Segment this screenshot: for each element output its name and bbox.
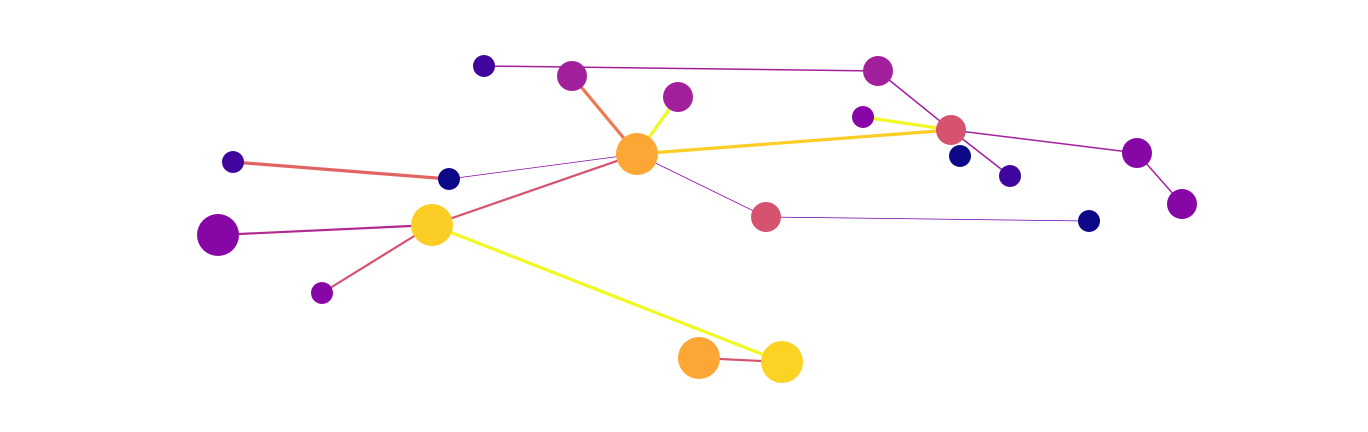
graph-node-n5 (852, 106, 874, 128)
graph-edge-n15-n18 (320, 223, 434, 295)
graph-edge-n15-n20 (430, 223, 784, 364)
graph-edge-n16-n17 (765, 216, 1090, 222)
node-layer (197, 55, 1197, 383)
graph-node-n15 (411, 204, 453, 246)
graph-edge-n13-n6 (635, 128, 953, 156)
graph-node-n9 (1122, 138, 1152, 168)
graph-edge-n4-n6 (877, 70, 952, 131)
graph-node-n7 (949, 145, 971, 167)
graph-edge-n6-n9 (950, 129, 1138, 154)
graph-node-n16 (751, 202, 781, 232)
graph-node-n3 (663, 82, 693, 112)
graph-node-n18 (311, 282, 333, 304)
graph-node-n12 (438, 168, 460, 190)
graph-edge-n13-n15 (430, 152, 639, 227)
graph-node-n4 (863, 56, 893, 86)
graph-node-n17 (1078, 210, 1100, 232)
graph-node-n10 (1167, 189, 1197, 219)
graph-node-n11 (222, 151, 244, 173)
graph-edge-n1-n4 (483, 65, 879, 72)
graph-edge-n13-n16 (636, 153, 767, 218)
graph-edge-n11-n12 (231, 160, 451, 181)
graph-edge-n14-n15 (216, 223, 434, 237)
graph-edge-n12-n13 (448, 153, 638, 180)
graph-node-n2 (557, 61, 587, 91)
graph-node-n20 (761, 341, 803, 383)
graph-node-n8 (999, 165, 1021, 187)
graph-node-n6 (936, 115, 966, 145)
graph-node-n1 (473, 55, 495, 77)
graph-node-n19 (678, 337, 720, 379)
graph-node-n14 (197, 214, 239, 256)
graph-node-n13 (616, 133, 658, 175)
edge-layer (216, 65, 1183, 364)
